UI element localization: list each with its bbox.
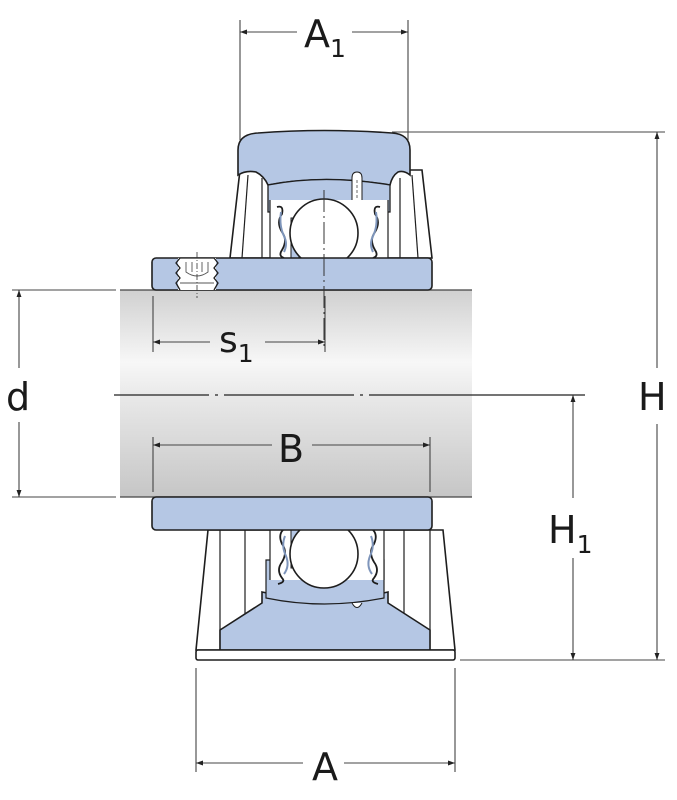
shaft: [120, 289, 472, 498]
dimension-label-a1: A1: [304, 12, 346, 63]
grub-screw: [175, 252, 219, 298]
dimension-label-d: d: [6, 375, 30, 419]
dimension-label-h: H: [638, 375, 667, 419]
dimension-label-s1: s1: [219, 320, 254, 368]
dimension-label-h1: H1: [548, 508, 592, 559]
dimension-label-b: B: [278, 427, 304, 471]
housing-lower: [151, 496, 456, 661]
dimension-lines: [12, 20, 665, 772]
housing-upper: [151, 129, 433, 350]
dimension-label-a: A: [312, 745, 338, 789]
